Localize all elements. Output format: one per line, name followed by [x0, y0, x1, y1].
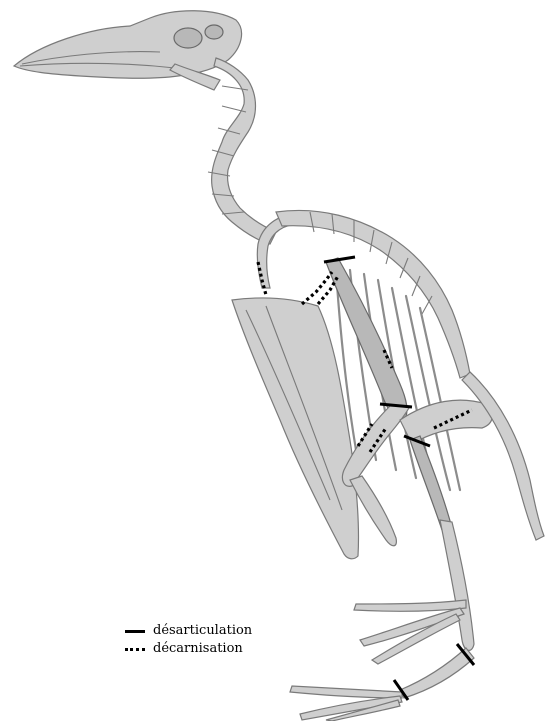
tibiotarsus — [440, 520, 474, 650]
tarsometatarsus — [400, 648, 474, 698]
near-foot — [290, 686, 402, 721]
solid-line-swatch — [125, 630, 145, 633]
legend-label: décarnisation — [153, 640, 243, 658]
sternum — [232, 298, 359, 559]
legend-item-disarticulation: désarticulation — [125, 622, 252, 640]
radius-ulna — [342, 406, 410, 486]
far-foot — [354, 600, 466, 664]
dotted-line-swatch — [125, 648, 145, 651]
skull — [14, 11, 242, 90]
tail-curve — [462, 372, 544, 540]
neck-vertebrae — [208, 58, 276, 244]
legend: désarticulation décarnisation — [125, 622, 252, 658]
femur — [410, 436, 452, 530]
legend-label: désarticulation — [153, 622, 252, 640]
legend-item-decarnisation: décarnisation — [125, 640, 252, 658]
